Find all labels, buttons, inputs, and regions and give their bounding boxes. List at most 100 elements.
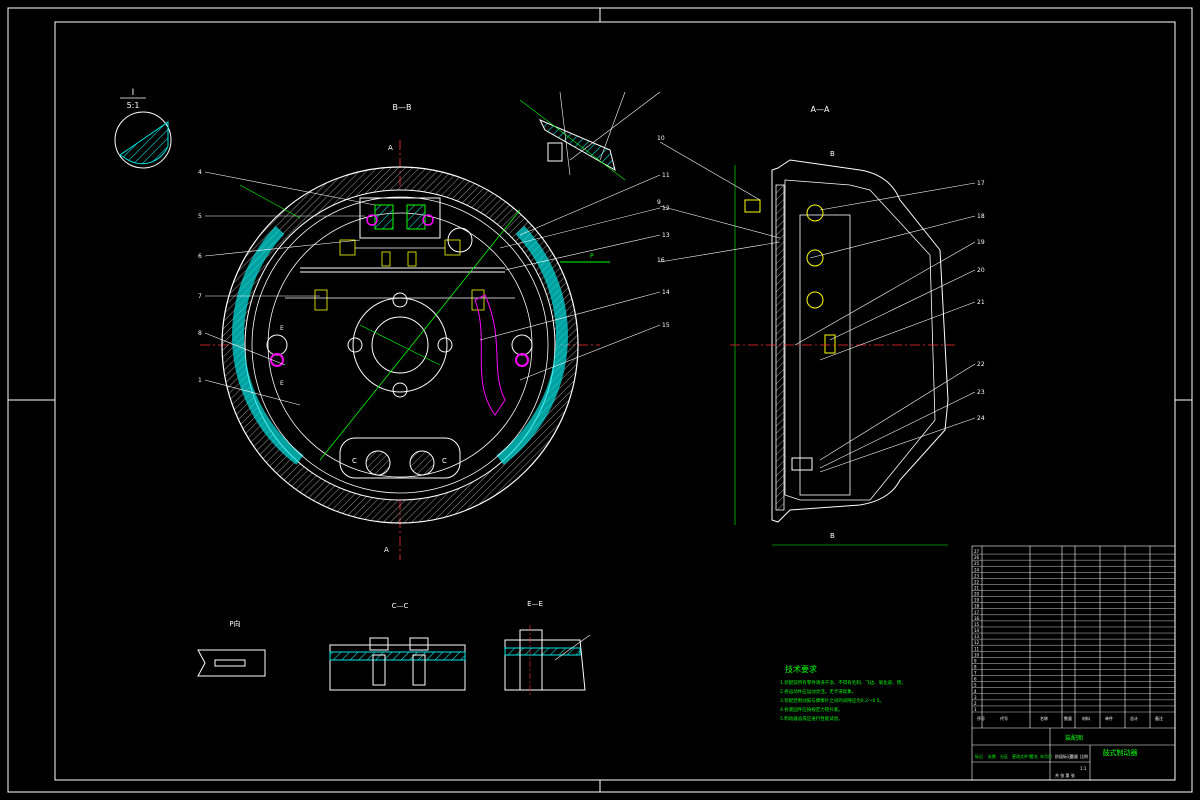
p-direction-view: P向	[197, 619, 266, 677]
bom-row-number: 11	[974, 646, 980, 651]
title-block: 序号 代号 名称 数量 材料 单件 总计 备注 装配图 鼓式制动器 标记 处数 …	[975, 715, 1163, 778]
label-e-left: E	[280, 325, 284, 332]
svg-text:11: 11	[662, 172, 670, 179]
bom-row-number: 22	[974, 579, 980, 584]
notes-line-4: 4.各紧固件应按规定力矩拧紧。	[780, 706, 843, 713]
label-c-right: C	[442, 457, 447, 465]
svg-text:10: 10	[657, 135, 665, 142]
side-view-title: A—A	[811, 105, 830, 114]
return-springs	[285, 239, 515, 311]
bom-row-number: 6	[974, 677, 977, 682]
bom-row-number: 3	[974, 695, 977, 700]
bom-row-number: 12	[974, 640, 980, 645]
section-cc-title: C—C	[392, 602, 409, 610]
svg-text:1: 1	[198, 377, 202, 384]
bom-row-number: 18	[974, 604, 980, 609]
bom-table	[971, 545, 1176, 781]
main-view-bb: B—B A A	[198, 103, 670, 560]
cut-b-top: B	[830, 150, 835, 158]
bom-row-number: 10	[974, 652, 980, 657]
detail-i-view: I 5:1	[114, 88, 172, 169]
col-header-remark: 备注	[1155, 715, 1163, 721]
sign-label-mark: 标记	[975, 753, 983, 759]
svg-text:12: 12	[662, 205, 670, 212]
scale-value: 1:1	[1080, 766, 1087, 771]
svg-text:16: 16	[657, 257, 665, 264]
bom-row-number: 13	[974, 634, 980, 639]
section-ee-title: E—E	[527, 600, 543, 608]
svg-text:21: 21	[977, 299, 985, 306]
sign-label-zone: 分区	[1000, 753, 1008, 759]
detail-i-scale: 5:1	[127, 101, 140, 110]
bom-row-number: 27	[974, 549, 980, 554]
bom-row-number: 23	[974, 573, 980, 578]
bom-row-number: 16	[974, 616, 980, 621]
bom-row-number: 9	[974, 658, 977, 663]
label-c-left: C	[352, 457, 357, 465]
sheet-frame	[7, 7, 1193, 793]
cut-a-bottom: A	[384, 546, 389, 554]
svg-text:22: 22	[977, 361, 985, 368]
stage-label-weight: 重量	[1070, 753, 1078, 759]
bom-row-number: 19	[974, 598, 980, 603]
svg-text:7: 7	[198, 293, 202, 300]
svg-text:18: 18	[977, 213, 985, 220]
col-header-code: 代号	[1000, 715, 1008, 721]
svg-text:17: 17	[977, 180, 985, 187]
detail-i-label: I	[132, 88, 135, 98]
detail-angled-view	[519, 91, 661, 181]
bom-row-number: 21	[974, 586, 980, 591]
bom-row-number: 1	[974, 707, 977, 712]
stage-label-mark: 阶段标记	[1055, 753, 1071, 759]
svg-text:4: 4	[198, 169, 202, 176]
bom-row-number: 2	[974, 701, 977, 706]
col-header-total: 总计	[1130, 715, 1138, 721]
svg-text:20: 20	[977, 267, 985, 274]
col-header-material: 材料	[1082, 715, 1090, 721]
bom-row-number: 5	[974, 683, 977, 688]
notes-line-3: 3.装配后制动鼓与摩擦片之间的间隙应为0.2～0.5。	[780, 697, 884, 704]
sign-label-count: 处数	[988, 753, 996, 759]
notes-title: 技术要求	[785, 664, 817, 674]
section-cc-view: C—C	[329, 602, 466, 691]
svg-text:13: 13	[662, 232, 670, 239]
svg-text:8: 8	[198, 330, 202, 337]
bom-row-number: 14	[974, 628, 980, 633]
bom-row-number: 24	[974, 567, 980, 572]
notes-line-5: 5.制动器总成应进行性能试验。	[780, 715, 843, 722]
svg-text:23: 23	[977, 389, 985, 396]
svg-text:24: 24	[977, 415, 985, 422]
p-view-title: P向	[229, 619, 240, 628]
notes-line-1: 1.装配前所有零件清洗干净，不得有毛刺、飞边、氧化皮、锈。	[780, 679, 906, 686]
bom-row-number: 20	[974, 592, 980, 597]
col-header-name: 名称	[1040, 715, 1048, 721]
cut-a-top: A	[388, 144, 393, 152]
stage-label-scale: 比例	[1080, 753, 1088, 759]
sign-label-date: 年月日	[1040, 753, 1052, 759]
label-p: P	[590, 253, 594, 260]
col-header-unit: 单件	[1105, 715, 1113, 721]
notes-line-2: 2.各运动件应运动灵活，无卡滞现象。	[780, 688, 856, 695]
svg-text:14: 14	[662, 289, 670, 296]
col-header-qty: 数量	[1064, 715, 1072, 721]
svg-text:9: 9	[657, 199, 661, 206]
main-view-title: B—B	[393, 103, 412, 112]
bom-row-number: 8	[974, 664, 977, 669]
svg-text:5: 5	[198, 213, 202, 220]
col-header-seq: 序号	[977, 715, 985, 721]
section-ee-view: E—E	[504, 600, 591, 695]
sign-label-sign: 签名	[1030, 753, 1038, 759]
svg-text:6: 6	[198, 253, 202, 260]
assembly-label: 装配图	[1065, 734, 1083, 742]
bom-row-number: 7	[974, 671, 977, 676]
svg-text:15: 15	[662, 322, 670, 329]
svg-text:19: 19	[977, 239, 985, 246]
label-e-right: E	[280, 380, 284, 387]
bom-row-number: 26	[974, 555, 980, 560]
bom-row-number: 15	[974, 622, 980, 627]
sheet-count: 共 张 第 张	[1055, 772, 1075, 778]
drawing-name: 鼓式制动器	[1103, 748, 1138, 757]
bom-row-number: 25	[974, 561, 980, 566]
